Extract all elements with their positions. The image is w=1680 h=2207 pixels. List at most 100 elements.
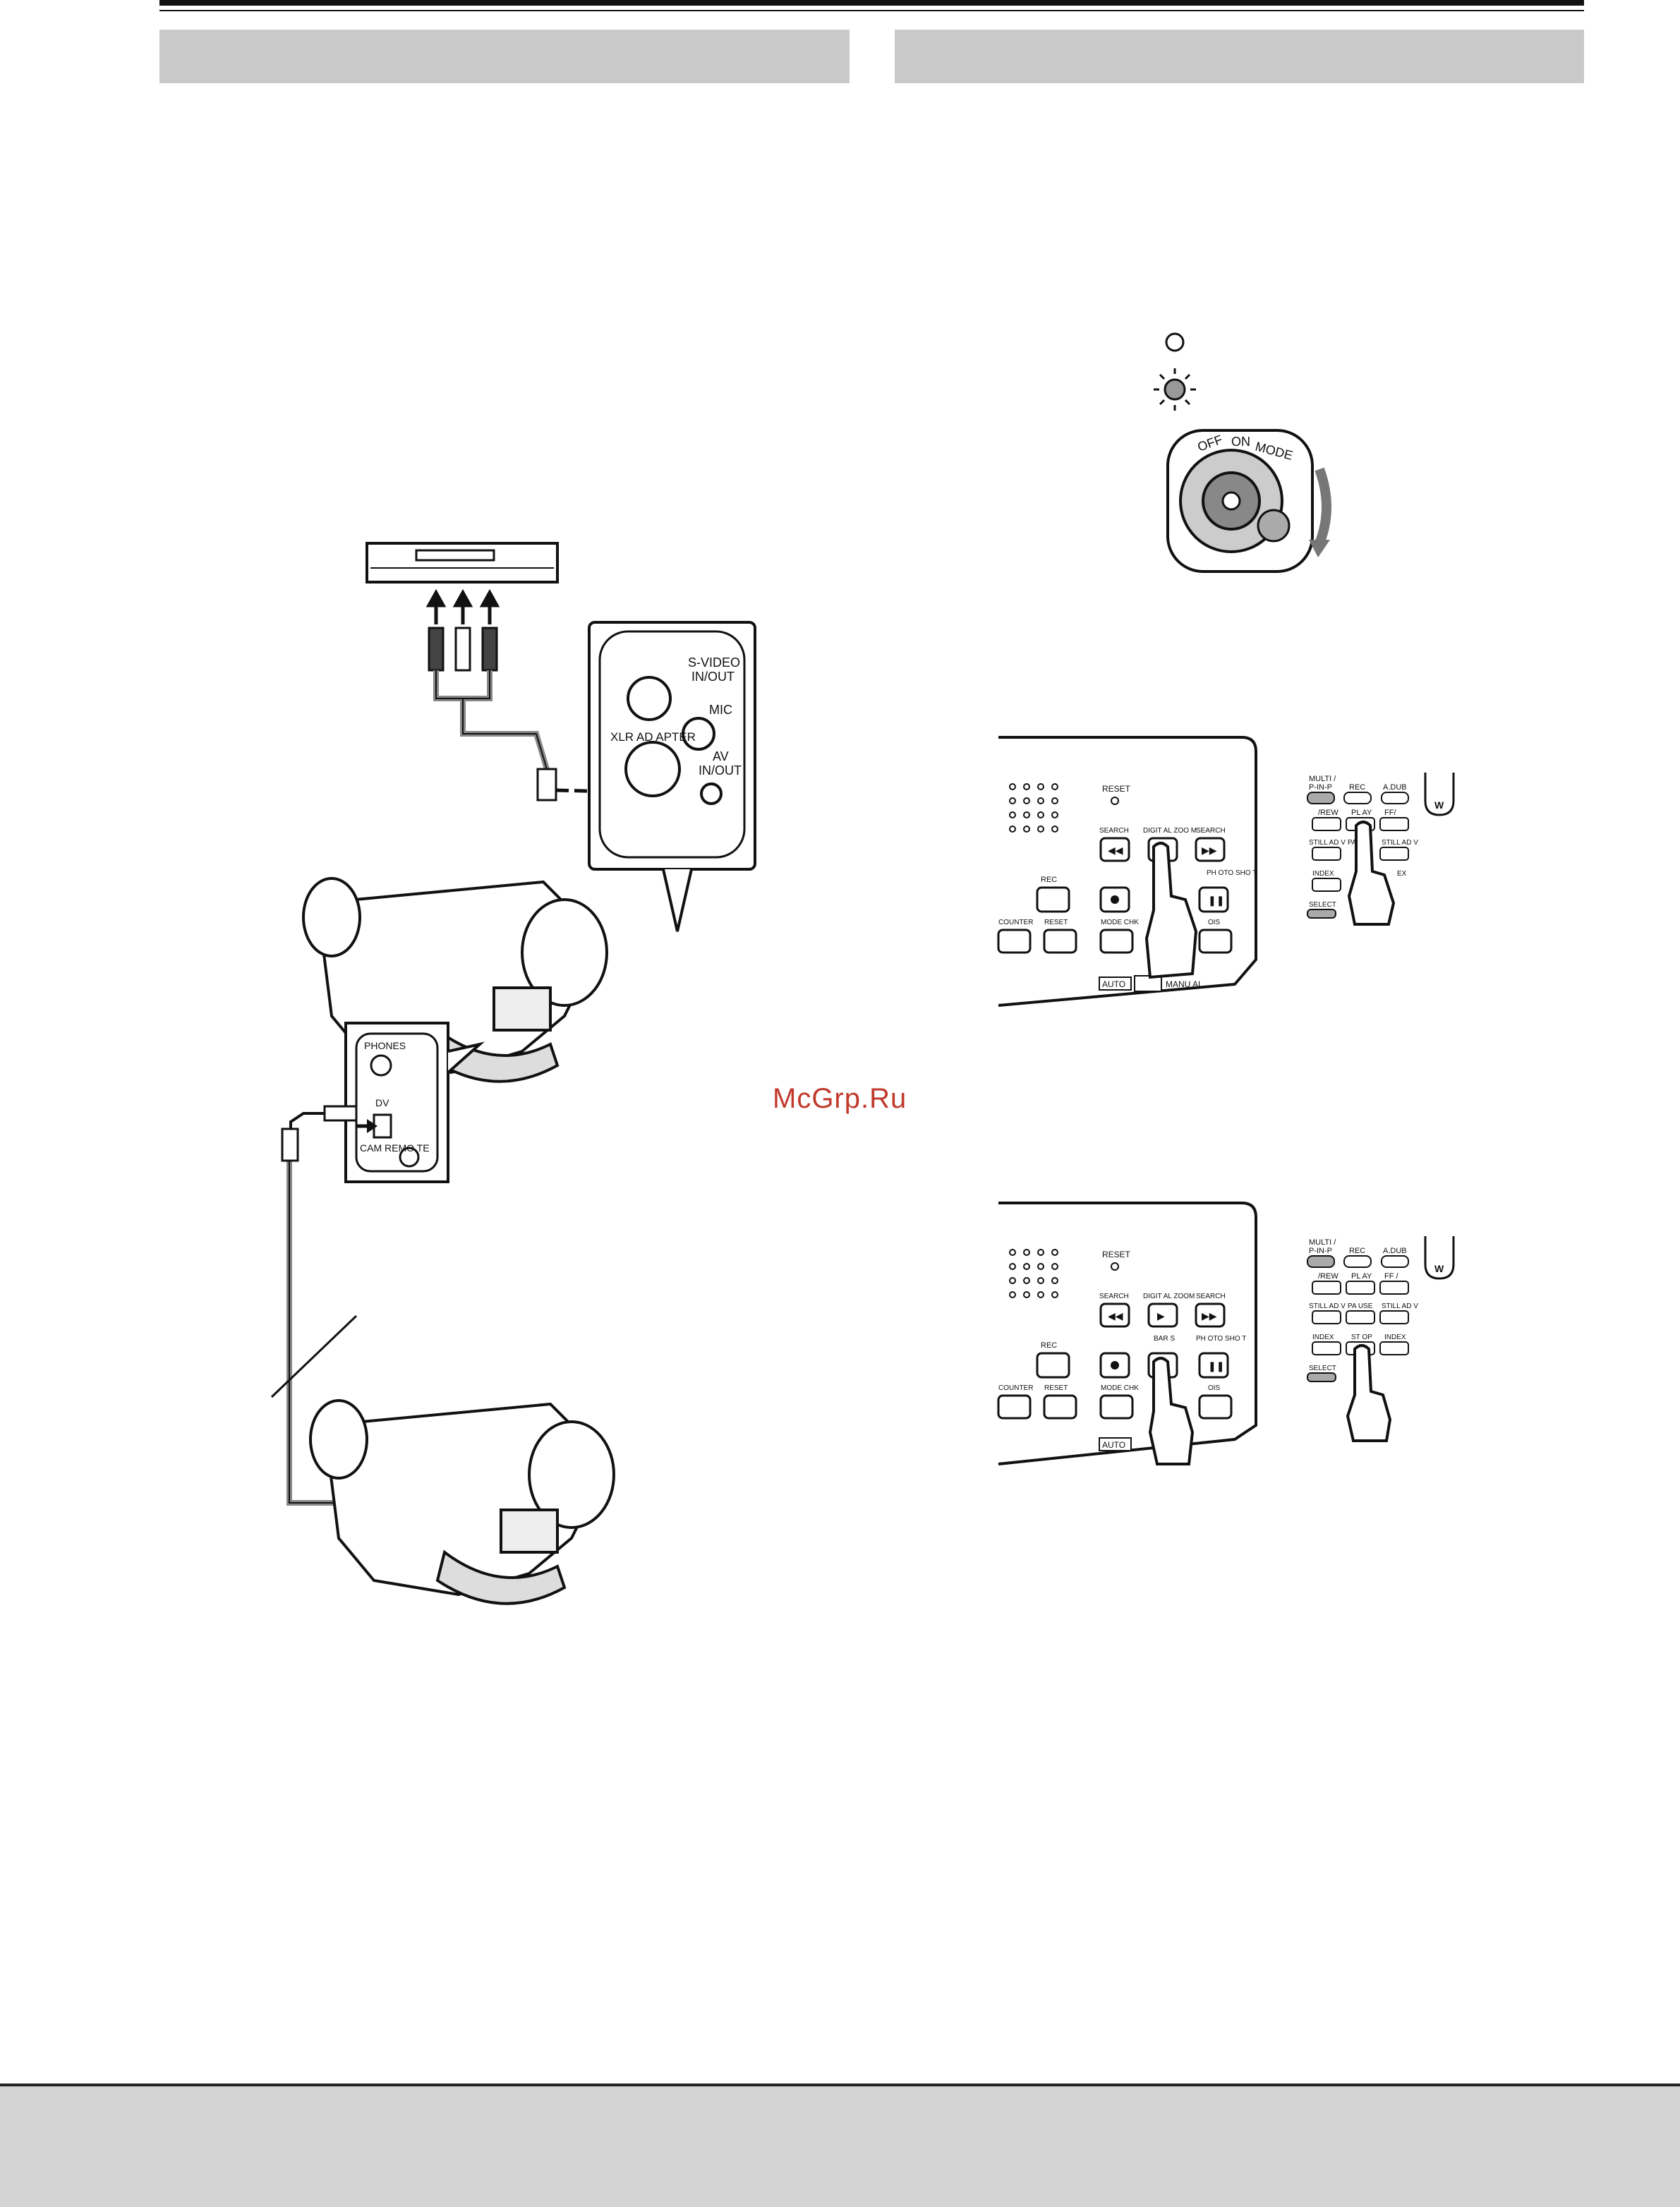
- remote2-rew-button[interactable]: [1312, 1281, 1341, 1295]
- play-button-2[interactable]: [1147, 1302, 1178, 1328]
- remote2-play-label: PL AY: [1351, 1272, 1372, 1281]
- rewind-button-2[interactable]: [1099, 1302, 1130, 1328]
- ois-button[interactable]: [1198, 929, 1233, 954]
- mode-chk-label: MODE CHK: [1101, 919, 1139, 926]
- remote2-ff-button[interactable]: [1379, 1281, 1409, 1295]
- remote2-still-adv-left-button[interactable]: [1312, 1310, 1341, 1324]
- speaker-grille: [1009, 783, 1058, 833]
- play-icon-2: ▶: [1157, 1310, 1165, 1322]
- remote-rec-label: REC: [1349, 783, 1365, 792]
- remote2-still-adv-left-label: STILL AD V: [1309, 1302, 1346, 1310]
- remote-multi-button[interactable]: [1307, 792, 1335, 804]
- remote2-pinp-label: P-IN-P: [1309, 1247, 1332, 1255]
- pause-button[interactable]: [1198, 886, 1229, 913]
- diagonal-leader-line: [270, 1314, 358, 1398]
- remote2-rew-label: /REW: [1318, 1272, 1338, 1281]
- counter-button[interactable]: [997, 929, 1032, 954]
- counter-reset-button-2[interactable]: [1043, 1394, 1077, 1420]
- rec-button[interactable]: [1036, 886, 1070, 913]
- remote-index-left-button[interactable]: [1312, 878, 1341, 892]
- remote2-stop-label: ST OP: [1351, 1334, 1372, 1341]
- dv-panel-callout: PHONES DV CAM REMO TE: [344, 1022, 485, 1183]
- av-inout-label: IN/OUT: [699, 763, 742, 778]
- counter-button-2[interactable]: [997, 1394, 1032, 1420]
- av-label: AV: [713, 749, 729, 763]
- top-rule-thin: [159, 10, 1584, 11]
- remote-select-button[interactable]: [1307, 909, 1336, 919]
- bars-label: BAR S: [1154, 1335, 1175, 1343]
- remote-rew-button[interactable]: [1312, 817, 1341, 831]
- remote2-select-label: SELECT: [1309, 1365, 1336, 1372]
- remote-rec-button[interactable]: [1343, 792, 1372, 804]
- remote-multi-label: MULTI /: [1309, 775, 1336, 783]
- remote-select-label: SELECT: [1309, 901, 1336, 909]
- photo-shot-label-2: PH OTO SHO T: [1196, 1335, 1246, 1343]
- remote-controller-play: MULTI / P-IN-P REC A.DUB /REW PL AY FF/ …: [1307, 773, 1455, 926]
- rotate-arrow-icon: [1315, 467, 1331, 545]
- remote-still-adv-left-label: STILL AD V: [1309, 839, 1346, 847]
- counter-reset-button[interactable]: [1043, 929, 1077, 954]
- auto-manual-switch[interactable]: [1134, 975, 1162, 992]
- section-header-bar-right: [895, 30, 1584, 83]
- mode-chk-button-2[interactable]: [1099, 1394, 1134, 1420]
- remote-still-adv-right-button[interactable]: [1379, 847, 1409, 861]
- reset-button-2[interactable]: [1111, 1262, 1119, 1271]
- remote2-select-button[interactable]: [1307, 1372, 1336, 1382]
- remote2-index-left-button[interactable]: [1312, 1341, 1341, 1355]
- rec-button-2[interactable]: [1036, 1352, 1070, 1379]
- remote2-adub-button[interactable]: [1381, 1255, 1409, 1268]
- remote-adub-label: A.DUB: [1383, 783, 1407, 792]
- pause-icon-2: ❚❚: [1208, 1360, 1224, 1372]
- finger-pressing-stop-icon: [1148, 1357, 1195, 1465]
- remote2-multi-button[interactable]: [1307, 1255, 1335, 1268]
- fast-forward-button[interactable]: [1195, 837, 1226, 862]
- rec-label-2: REC: [1041, 1341, 1057, 1350]
- finger-pressing-play-icon: [1144, 842, 1198, 979]
- mode-chk-button[interactable]: [1099, 929, 1134, 954]
- search-plus-label: SEARCH: [1196, 827, 1226, 835]
- camcorder-illustration-bottom: [309, 1399, 615, 1605]
- remote-still-adv-left-button[interactable]: [1312, 847, 1341, 861]
- mic-jack: [682, 717, 715, 751]
- av-cable: [433, 670, 550, 770]
- remote2-rec-button[interactable]: [1343, 1255, 1372, 1268]
- remote2-still-adv-right-button[interactable]: [1379, 1310, 1409, 1324]
- remote2-index-right-button[interactable]: [1379, 1341, 1409, 1355]
- counter-reset-label: RESET: [1044, 919, 1068, 926]
- dv-label: DV: [375, 1097, 389, 1108]
- rewind-icon: ◀◀: [1108, 845, 1123, 856]
- remote2-play-button[interactable]: [1346, 1281, 1375, 1295]
- search-plus-label-2: SEARCH: [1196, 1293, 1226, 1300]
- digital-zoom-label-2: DIGIT AL ZOOM: [1143, 1293, 1195, 1300]
- av-jack: [700, 782, 723, 805]
- remote-ff-button[interactable]: [1379, 817, 1409, 831]
- fast-forward-icon: ▶▶: [1202, 845, 1217, 856]
- lamp-glow-rays: [1154, 368, 1196, 411]
- phones-label: PHONES: [364, 1040, 406, 1051]
- remote-w-label: W: [1434, 799, 1444, 811]
- search-minus-label-2: SEARCH: [1099, 1293, 1129, 1300]
- remote2-pause-label: PA USE: [1348, 1302, 1373, 1310]
- fast-forward-button-2[interactable]: [1195, 1302, 1226, 1328]
- auto-label-2: AUTO: [1102, 1440, 1125, 1450]
- pause-button-2[interactable]: [1198, 1352, 1229, 1379]
- ois-button-2[interactable]: [1198, 1394, 1233, 1420]
- top-rule-thick: [159, 0, 1584, 6]
- xlr-adapter-jack: [624, 741, 681, 797]
- connection-diagram: S-VIDEO IN/OUT MIC XLR AD APTER AV IN/OU…: [270, 542, 756, 1605]
- section-header-bar-left: [159, 30, 850, 83]
- rewind-button[interactable]: [1099, 837, 1130, 862]
- reset-button[interactable]: [1111, 797, 1119, 805]
- remote2-multi-label: MULTI /: [1309, 1238, 1336, 1247]
- remote-adub-button[interactable]: [1381, 792, 1409, 804]
- auto-label: AUTO: [1102, 979, 1125, 989]
- remote2-still-adv-right-label: STILL AD V: [1382, 1302, 1418, 1310]
- phones-jack: [370, 1054, 392, 1077]
- signal-arrows-up: [425, 588, 500, 624]
- cam-remote-label: CAM REMO TE: [360, 1142, 430, 1154]
- jack-panel-callout: S-VIDEO IN/OUT MIC XLR AD APTER AV IN/OU…: [588, 621, 756, 932]
- remote2-pause-button[interactable]: [1346, 1310, 1375, 1324]
- photo-shot-label: PH OTO SHO T: [1207, 869, 1257, 877]
- xlr-adapter-label: XLR AD APTER: [610, 730, 696, 744]
- remote-still-adv-right-label: STILL AD V: [1382, 839, 1418, 847]
